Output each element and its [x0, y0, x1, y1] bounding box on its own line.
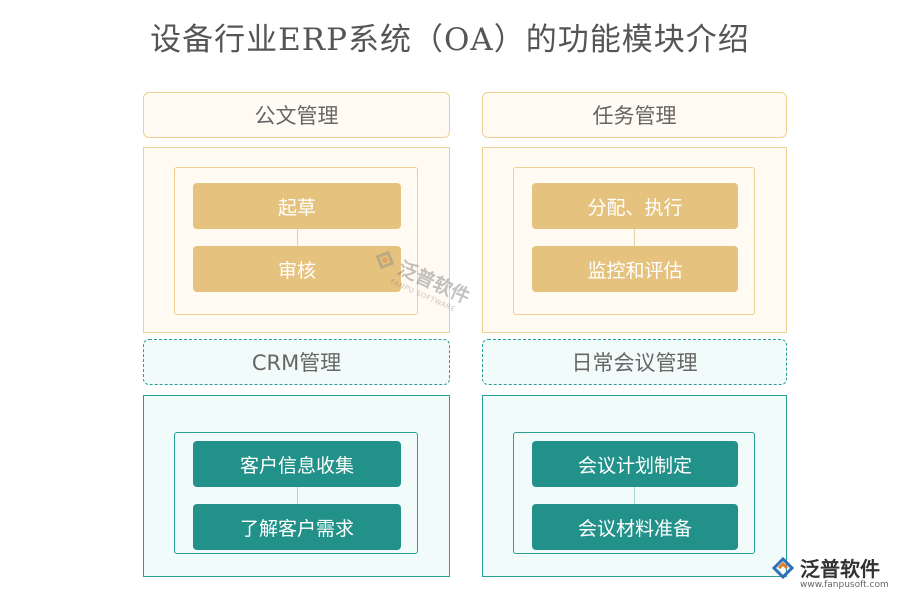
module-header-label: 任务管理 [592, 104, 677, 128]
module-item-label: 会议计划制定 [577, 454, 692, 477]
module-header-document: 公文管理 [143, 92, 450, 138]
module-header-label: CRM管理 [251, 351, 342, 375]
connector-line [634, 487, 635, 504]
module-header-label: 日常会议管理 [571, 351, 698, 375]
module-item-label: 审核 [277, 259, 316, 282]
module-header-crm: CRM管理 [143, 339, 450, 385]
module-header-task: 任务管理 [482, 92, 787, 138]
module-header-meeting: 日常会议管理 [482, 339, 787, 385]
module-item-label: 起草 [277, 196, 316, 219]
module-item: 监控和评估 [532, 246, 738, 292]
brand-logo: 泛普软件 www.fanpusoft.com [770, 553, 889, 590]
connector-line [634, 229, 635, 246]
module-item-label: 会议材料准备 [577, 517, 692, 540]
module-item-label: 监控和评估 [587, 259, 683, 282]
module-header-label: 公文管理 [254, 104, 339, 128]
module-item-label: 客户信息收集 [239, 454, 354, 477]
connector-line [297, 487, 298, 504]
module-item-label: 了解客户需求 [239, 517, 354, 540]
logo-brand: 泛普软件 [800, 557, 880, 581]
fanpu-logo-icon [771, 556, 795, 579]
connector-line [297, 229, 298, 246]
module-item-label: 分配、执行 [587, 196, 683, 219]
diagram-title: 设备行业ERP系统（OA）的功能模块介绍 [150, 22, 750, 58]
watermark: 泛普软件 FANPU SOFTWARE [365, 242, 474, 316]
module-item: 了解客户需求 [193, 504, 401, 550]
module-item: 起草 [193, 183, 401, 229]
module-item: 分配、执行 [532, 183, 738, 229]
module-item: 会议材料准备 [532, 504, 738, 550]
module-item: 客户信息收集 [193, 441, 401, 487]
logo-url: www.fanpusoft.com [800, 580, 889, 590]
fanpu-logo-icon [375, 250, 395, 269]
module-item: 审核 [193, 246, 401, 292]
module-item: 会议计划制定 [532, 441, 738, 487]
